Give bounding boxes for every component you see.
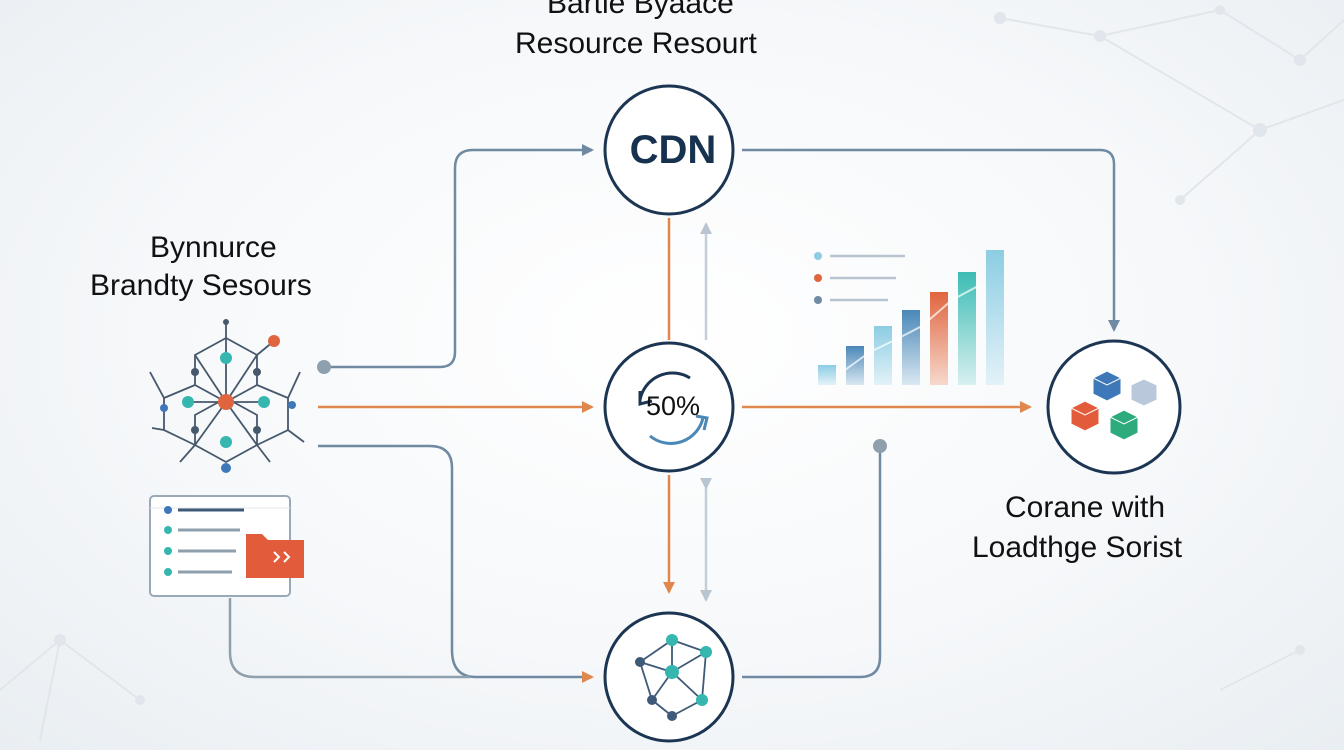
cdn-label: CDN	[629, 128, 717, 172]
folder-icon	[246, 534, 304, 578]
connectors	[228, 144, 1120, 683]
top-title-line-1: Bartle Byaace	[547, 0, 734, 20]
refresh-arrows-icon	[638, 371, 709, 445]
connector-dot	[873, 439, 887, 453]
connector-hex-to-network	[318, 444, 594, 683]
cubes-node[interactable]	[1046, 339, 1182, 475]
cubes-icon	[1070, 370, 1158, 441]
background-network-decoration	[0, 5, 1344, 741]
connector-doc-to-network	[228, 598, 470, 679]
connector-dot	[317, 360, 331, 374]
right-title-line-2: Loadthge Sorist	[972, 531, 1183, 564]
connector-hex-to-cdn	[324, 144, 594, 369]
progress-node[interactable]	[603, 341, 735, 473]
right-title-line-1: Corane with	[1005, 491, 1166, 524]
top-title-line-2: Resource Resourt	[515, 27, 757, 60]
connector-cdn-to-cubes	[742, 148, 1120, 332]
progress-label: 50%	[645, 391, 701, 421]
cdn-node[interactable]	[603, 84, 735, 216]
bar-chart-icon	[814, 250, 1004, 385]
left-title-line-1: Bynnurce	[150, 231, 277, 264]
left-title-line-2: Brandty Sesours	[90, 269, 312, 302]
network-node[interactable]	[603, 611, 735, 743]
connector-network-to-cubes	[742, 446, 882, 679]
hex-network-icon	[149, 319, 305, 473]
